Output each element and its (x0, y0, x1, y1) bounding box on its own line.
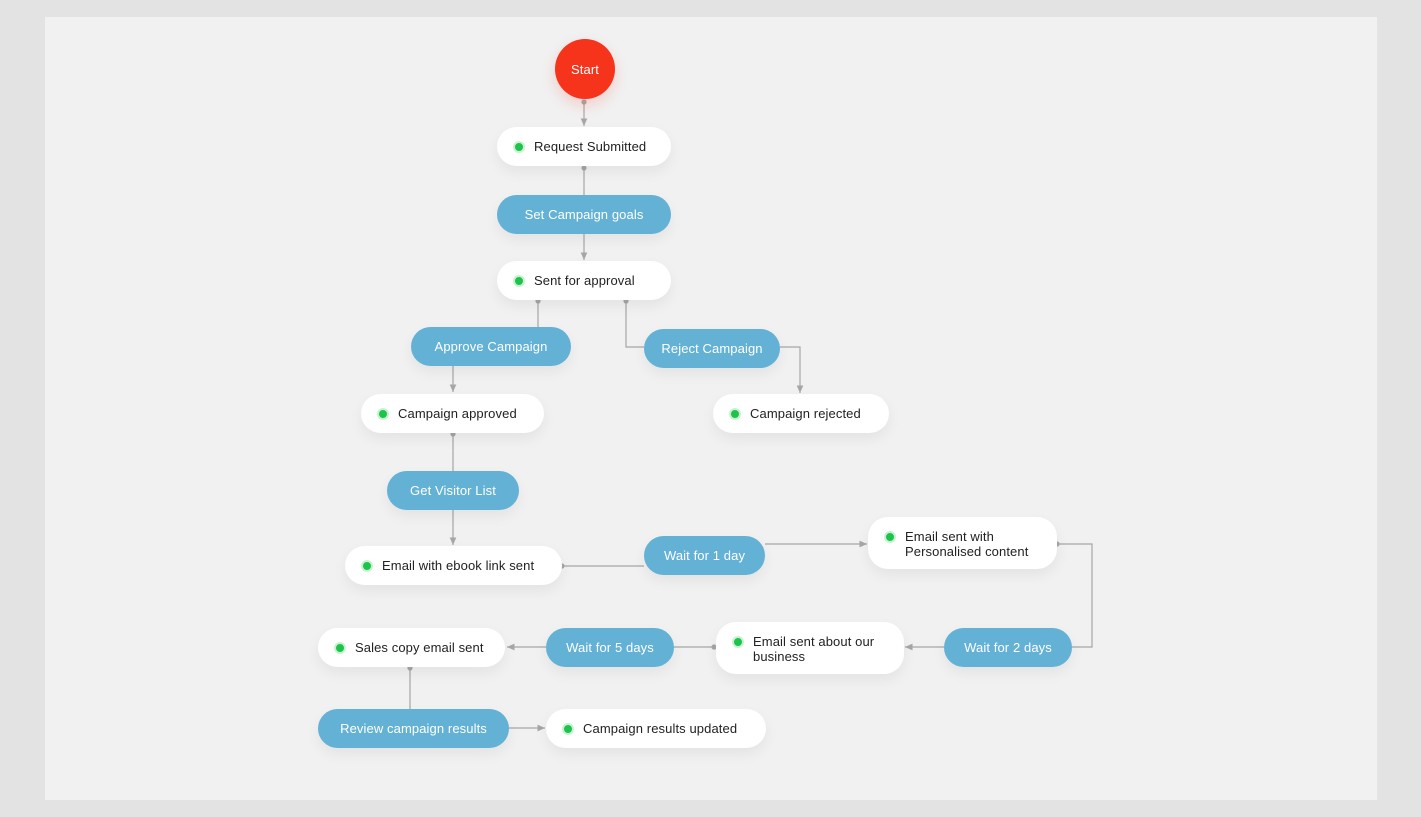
action-reject-campaign[interactable]: Reject Campaign (644, 329, 780, 368)
state-label: Email with ebook link sent (382, 558, 535, 573)
status-dot-icon (513, 274, 525, 287)
status-dot-icon (732, 636, 744, 648)
status-dot-icon (377, 407, 389, 420)
state-label: Campaign approved (398, 406, 517, 421)
action-label: Get Visitor List (410, 483, 496, 498)
state-campaign-approved[interactable]: Campaign approved (361, 394, 544, 433)
action-set-campaign-goals[interactable]: Set Campaign goals (497, 195, 671, 234)
state-label: Email sent about our business (753, 634, 875, 664)
state-email-personalised[interactable]: Email sent with Personalised content (868, 517, 1057, 569)
status-dot-icon (729, 407, 741, 420)
state-campaign-results-updated[interactable]: Campaign results updated (546, 709, 766, 748)
start-label: Start (571, 61, 599, 77)
state-label: Sent for approval (534, 273, 635, 288)
action-label: Wait for 1 day (663, 548, 746, 563)
state-label: Request Submitted (534, 139, 647, 154)
status-dot-icon (361, 559, 373, 572)
action-label: Approve Campaign (434, 339, 548, 354)
action-wait-5-days[interactable]: Wait for 5 days (546, 628, 674, 667)
status-dot-icon (513, 140, 525, 153)
action-label: Review campaign results (340, 721, 487, 736)
action-wait-1-day[interactable]: Wait for 1 day (644, 536, 765, 575)
status-dot-icon (562, 722, 574, 735)
state-label: Email sent with Personalised content (905, 529, 1029, 559)
action-approve-campaign[interactable]: Approve Campaign (411, 327, 571, 366)
state-label: Sales copy email sent (355, 640, 484, 655)
action-label: Wait for 2 days (964, 640, 1052, 655)
state-sent-for-approval[interactable]: Sent for approval (497, 261, 671, 300)
state-label: Campaign rejected (750, 406, 861, 421)
action-label: Wait for 5 days (566, 640, 654, 655)
action-review-campaign-results[interactable]: Review campaign results (318, 709, 509, 748)
action-label: Set Campaign goals (524, 207, 644, 222)
state-email-business[interactable]: Email sent about our business (716, 622, 904, 674)
workflow-canvas (45, 17, 1377, 800)
status-dot-icon (884, 531, 896, 543)
action-wait-2-days[interactable]: Wait for 2 days (944, 628, 1072, 667)
start-node[interactable]: Start (555, 39, 615, 99)
state-email-ebook-sent[interactable]: Email with ebook link sent (345, 546, 562, 585)
action-get-visitor-list[interactable]: Get Visitor List (387, 471, 519, 510)
action-label: Reject Campaign (661, 341, 763, 356)
state-request-submitted[interactable]: Request Submitted (497, 127, 671, 166)
state-campaign-rejected[interactable]: Campaign rejected (713, 394, 889, 433)
state-label: Campaign results updated (583, 721, 738, 736)
status-dot-icon (334, 641, 346, 654)
state-sales-copy-sent[interactable]: Sales copy email sent (318, 628, 505, 667)
